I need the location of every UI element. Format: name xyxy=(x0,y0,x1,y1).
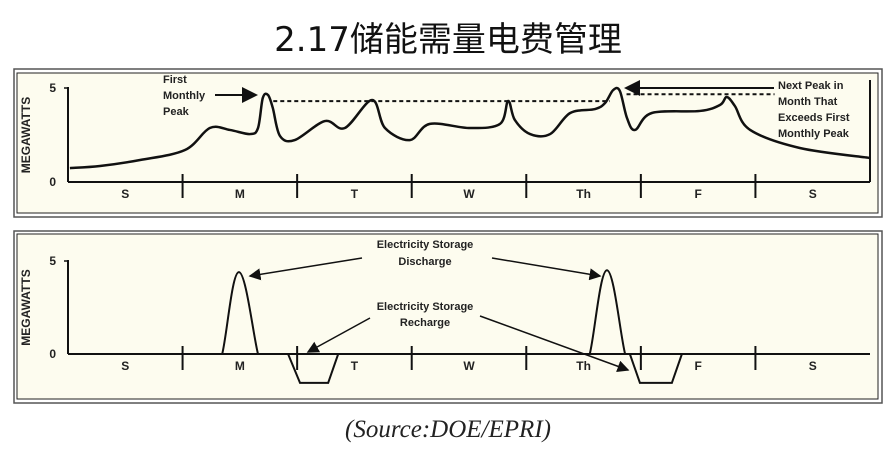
top-day-label-M: M xyxy=(235,187,245,201)
bottom-day-label-F: F xyxy=(694,359,701,373)
recharge-label-1: Electricity Storage xyxy=(377,301,474,313)
recharge-arrow-2 xyxy=(479,315,630,373)
first-peak-label-3: Peak xyxy=(163,106,190,118)
bottom-y-axis-label: MEGAWATTS xyxy=(19,269,33,345)
discharge-spike-1 xyxy=(221,271,259,355)
bottom-y-tick-label-0: 0 xyxy=(49,347,56,361)
top-y-axis-label: MEGAWATTS xyxy=(19,97,33,173)
discharge-label-1: Electricity Storage xyxy=(377,239,474,251)
top-y-tick-label-5: 5 xyxy=(49,81,56,95)
discharge-arrow-2 xyxy=(491,257,602,281)
top-day-label-S: S xyxy=(121,187,129,201)
discharge-spike-2 xyxy=(588,269,627,355)
top-y-tick-label-0: 0 xyxy=(49,175,56,189)
load-curve xyxy=(69,86,871,170)
bottom-y-tick-label-5: 5 xyxy=(49,254,56,268)
top-day-label-Th: Th xyxy=(576,187,591,201)
top-day-label-T: T xyxy=(351,187,359,201)
top-day-label-F: F xyxy=(694,187,701,201)
first-peak-label-1: First xyxy=(163,74,187,86)
bottom-day-label-M: M xyxy=(235,359,245,373)
recharge-arrow-1 xyxy=(306,317,371,353)
top-panel xyxy=(16,72,879,214)
bottom-day-label-S: S xyxy=(809,359,817,373)
slide-title: 2.17储能需量电费管理 xyxy=(274,20,622,60)
recharge-trough-1 xyxy=(287,353,340,384)
bottom-panel xyxy=(16,233,879,400)
next-peak-label-1: Next Peak in xyxy=(778,80,844,92)
source-caption: (Source:DOE/EPRI) xyxy=(345,416,551,443)
first-peak-label-2: Monthly xyxy=(163,90,206,102)
recharge-label-2: Recharge xyxy=(400,317,450,329)
next-peak-label-2: Month That xyxy=(778,96,838,108)
next-peak-label-4: Monthly Peak xyxy=(778,128,850,140)
bottom-day-label-Th: Th xyxy=(576,359,591,373)
bottom-day-label-W: W xyxy=(463,359,475,373)
discharge-arrow-1 xyxy=(248,257,363,281)
bottom-day-label-S: S xyxy=(121,359,129,373)
bottom-day-label-T: T xyxy=(351,359,359,373)
top-day-label-W: W xyxy=(463,187,475,201)
discharge-label-2: Discharge xyxy=(398,256,451,268)
recharge-trough-2 xyxy=(628,353,683,384)
next-peak-label-3: Exceeds First xyxy=(778,112,850,124)
top-day-label-S: S xyxy=(809,187,817,201)
